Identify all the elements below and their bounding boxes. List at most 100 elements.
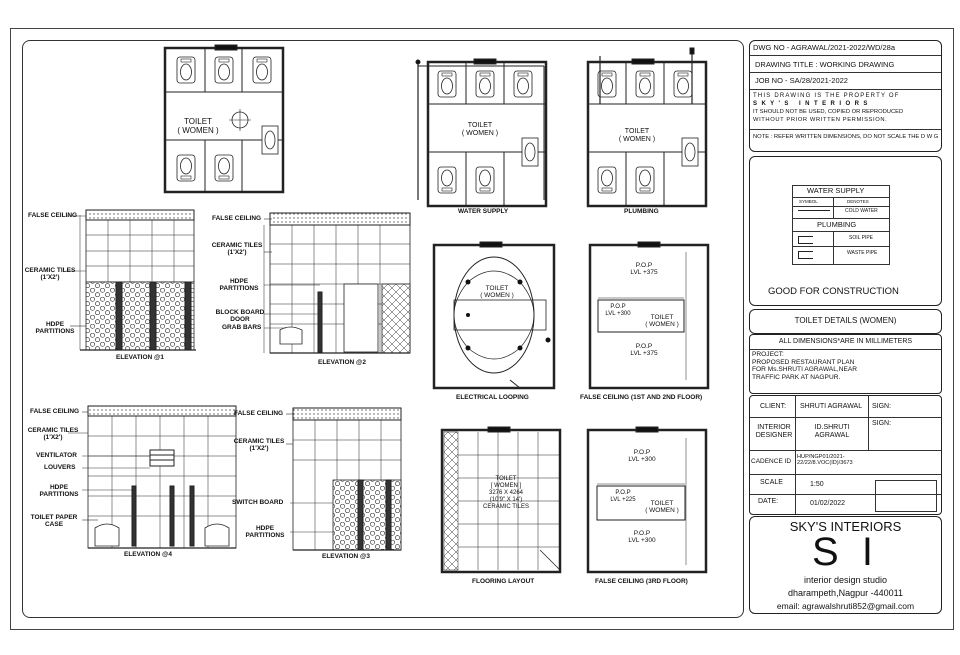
e4-louvers-label: LOUVERS: [44, 464, 76, 471]
firm-address: dharampeth,Nagpur -440011: [788, 588, 903, 598]
flooring-layout: [440, 426, 562, 574]
note-text: NOTE : REFER WRITTEN DIMENSIONS, DO NOT …: [753, 134, 939, 140]
water-supply-plan: [415, 58, 548, 208]
drawing-area-border: [22, 40, 744, 618]
plumbing-label: TOILET ( WOMEN ): [618, 128, 656, 144]
client-value: SHRUTI AGRAWAL: [800, 403, 863, 410]
e2-block-board-label: BLOCK BOARD DOOR: [215, 309, 265, 324]
firm-email: email: agrawalshruti852@gmail.com: [776, 601, 915, 611]
sheet-border: [10, 28, 954, 630]
caption-elevation-2: ELEVATION @2: [318, 359, 366, 366]
caption-water-supply: WATER SUPPLY: [458, 208, 509, 215]
title-header-box: DWG NO - AGRAWAL/2021-2022/WD/28a DRAWIN…: [749, 40, 942, 152]
legend-table: WATER SUPPLY SYMBOL DENOTES COLD WATER P…: [792, 185, 890, 265]
e1-ceramic-label: CERAMIC TILES (1'X2'): [24, 267, 76, 282]
e4-ventilator-label: VENTILATOR: [36, 452, 77, 459]
job-number: JOB NO - SA/28/2021-2022: [755, 76, 848, 85]
legend-box: WATER SUPPLY SYMBOL DENOTES COLD WATER P…: [749, 156, 942, 306]
fc3-pop-2: P.O.P LVL +225: [610, 490, 636, 503]
details-title-box: TOILET DETAILS (WOMEN): [749, 309, 942, 334]
drawing-title: DRAWING TITLE : WORKING DRAWING: [755, 60, 895, 69]
false-ceiling-3: [586, 426, 708, 574]
firm-name: SKY'S INTERIORS: [789, 519, 902, 534]
e2-false-ceiling-label: FALSE CEILING: [212, 215, 262, 222]
fc12-toilet: TOILET ( WOMEN ): [645, 314, 679, 329]
dwg-number: DWG NO - AGRAWAL/2021-2022/WD/28a: [753, 43, 895, 52]
top-plan-label: TOILET ( WOMEN ): [177, 117, 219, 136]
e4-hdpe-label: HDPE PARTITIONS: [39, 484, 79, 499]
project-text: PROJECT: PROPOSED RESTAURANT PLAN FOR Ms…: [752, 351, 858, 381]
fc3-pop-3: P.O.P LVL +300: [628, 530, 656, 545]
property-line-4: WITHOUT PRIOR WRITTEN PERMISSION.: [753, 117, 888, 123]
caption-electrical: ELECTRICAL LOOPING: [456, 394, 529, 401]
good-for-construction: GOOD FOR CONSTRUCTION: [768, 286, 899, 297]
property-line-3: IT SHOULD NOT BE USED, COPIED OR REPRODU…: [753, 109, 904, 115]
elevation-1: [79, 209, 196, 351]
e1-hdpe-label: HDPE PARTITIONS: [35, 321, 75, 336]
plumbing-plan: [586, 47, 708, 208]
legend-water-supply: WATER SUPPLY: [807, 186, 865, 195]
date-label: DATE:: [758, 498, 779, 505]
caption-flooring: FLOORING LAYOUT: [472, 578, 535, 585]
e2-hdpe-label: HDPE PARTITIONS: [219, 278, 259, 293]
sign-2: SIGN:: [872, 420, 892, 427]
e3-switch-board-label: SWITCH BOARD: [232, 499, 284, 506]
fc3-pop-1: P.O.P LVL +300: [628, 449, 656, 464]
firm-logo: S I: [812, 530, 879, 574]
e2-grab-bars-label: GRAB BARS: [222, 324, 262, 331]
firm-box: SKY'S INTERIORS S I interior design stud…: [749, 516, 942, 614]
client-label: CLIENT:: [760, 403, 787, 410]
details-title: TOILET DETAILS (WOMEN): [794, 316, 897, 325]
fc12-pop-3: P.O.P LVL +375: [630, 343, 658, 358]
legend-plumbing: PLUMBING: [817, 220, 857, 229]
designer-label: INTERIOR DESIGNER: [755, 424, 793, 439]
legend-soil-pipe: SOIL PIPE: [849, 235, 873, 241]
elevation-3: [292, 407, 402, 551]
date-value: 01/02/2022: [810, 500, 846, 507]
designer-value: ID.SHRUTI AGRAWAL: [814, 424, 850, 439]
scale-value: 1:50: [810, 481, 824, 488]
caption-false-ceiling-3: FALSE CEILING (3RD FLOOR): [595, 578, 688, 585]
cadence-label: CADENCE ID: [751, 458, 792, 465]
e3-hdpe-label: HDPE PARTITIONS: [245, 525, 285, 540]
e4-paper-case-label: TOILET PAPER CASE: [30, 514, 78, 529]
leader-lines: [66, 215, 333, 533]
light-points: [465, 279, 551, 351]
legend-symbol: SYMBOL: [799, 199, 818, 204]
water-supply-label: TOILET ( WOMEN ): [461, 122, 499, 138]
caption-elevation-3: ELEVATION @3: [322, 553, 370, 560]
cadence-value: HUP/NGP01/2021- 22/22/8.VOC(ID)/3673: [797, 454, 853, 467]
legend-cold-water: COLD WATER: [845, 208, 878, 214]
elevation-2: [263, 212, 411, 354]
e3-false-ceiling-label: FALSE CEILING: [234, 410, 284, 417]
e2-ceramic-label: CERAMIC TILES (1'X2'): [211, 242, 263, 257]
sign-1: SIGN:: [872, 403, 892, 410]
property-line-2: S K Y ' S I N T E R I O R S: [753, 101, 869, 107]
legend-denotes: DENOTES: [847, 199, 869, 204]
e4-ceramic-label: CERAMIC TILES (1'X2'): [27, 427, 79, 442]
property-line-1: THIS DRAWING IS THE PROPERTY OF: [753, 93, 900, 99]
firm-tagline: interior design studio: [803, 575, 888, 585]
client-box: CLIENT: SHRUTI AGRAWAL SIGN: INTERIOR DE…: [749, 395, 942, 515]
fc12-pop-1: P.O.P LVL +375: [630, 262, 658, 277]
electrical-label: TOILET ( WOMEN ): [480, 285, 514, 300]
electrical-looping: [432, 241, 556, 390]
e4-false-ceiling-label: FALSE CEILING: [30, 408, 80, 415]
caption-elevation-4: ELEVATION @4: [124, 551, 172, 558]
dimensions-note: ALL DIMENSIONS*ARE IN MILLIMETERS: [778, 338, 913, 345]
fc12-pop-2: P.O.P LVL +300: [605, 304, 631, 317]
false-ceiling-1-2: [588, 241, 710, 390]
stamp-box: [875, 480, 937, 512]
legend-waste-pipe: WASTE PIPE: [847, 250, 878, 256]
dimensions-project-box: ALL DIMENSIONS*ARE IN MILLIMETERS PROJEC…: [749, 334, 942, 394]
caption-false-ceiling-1-2: FALSE CEILING (1ST AND 2ND FLOOR): [580, 394, 703, 401]
e3-ceramic-label: CERAMIC TILES (1'X2'): [233, 438, 285, 453]
flooring-text: TOILET [ WOMEN ] 3276 X 4264 (10'9" X 14…: [483, 476, 529, 510]
e1-false-ceiling-label: FALSE CEILING: [28, 212, 78, 219]
scale-label: SCALE: [760, 479, 783, 486]
elevation-4: [87, 405, 237, 549]
caption-elevation-1: ELEVATION @1: [116, 354, 164, 361]
fc3-toilet: TOILET ( WOMEN ): [645, 500, 679, 515]
caption-plumbing: PLUMBING: [624, 208, 659, 215]
